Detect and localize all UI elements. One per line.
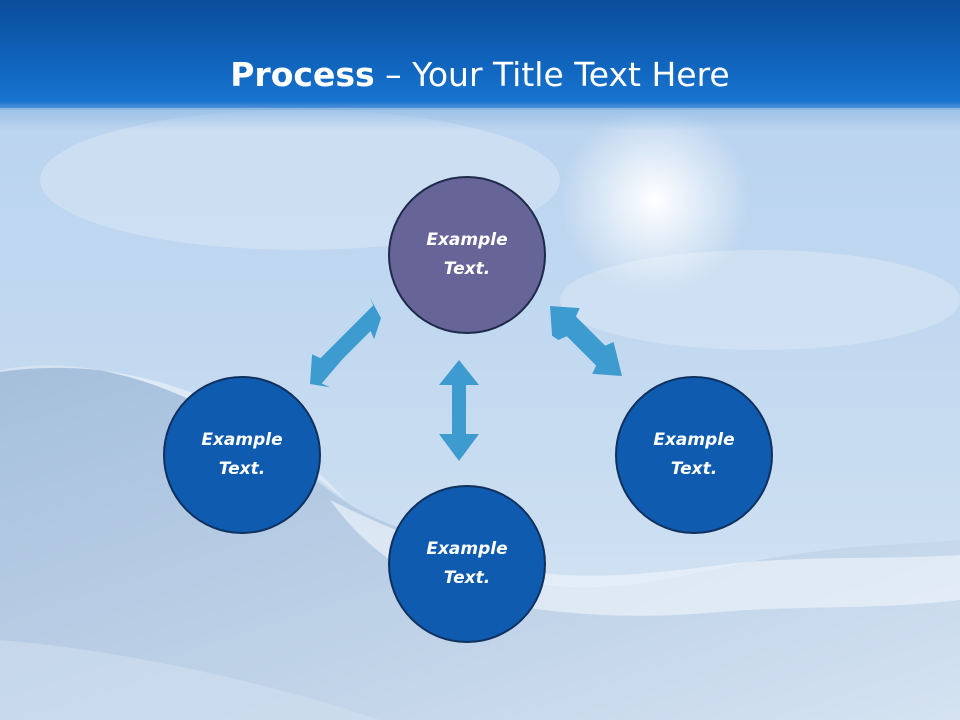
banner-fade [0,108,960,130]
process-circle-top[interactable]: Example Text. [388,176,546,334]
process-circle-right[interactable]: Example Text. [615,376,773,534]
process-circle-left[interactable]: Example Text. [163,376,321,534]
process-circle-right-text: Example Text. [653,430,735,479]
process-circle-bottom-text: Example Text. [426,539,508,588]
title-rest: – Your Title Text Here [374,55,730,94]
process-circle-top-text: Example Text. [426,230,508,279]
double-arrow-right-top [550,306,622,376]
process-circle-bottom[interactable]: Example Text. [388,485,546,643]
title-banner [0,0,960,110]
slide-title[interactable]: Process – Your Title Text Here [0,55,960,95]
process-circle-left-text: Example Text. [201,430,283,479]
title-bold-part: Process [230,55,375,94]
double-arrow-left-top [310,296,381,388]
double-arrow-vertical [439,360,479,461]
